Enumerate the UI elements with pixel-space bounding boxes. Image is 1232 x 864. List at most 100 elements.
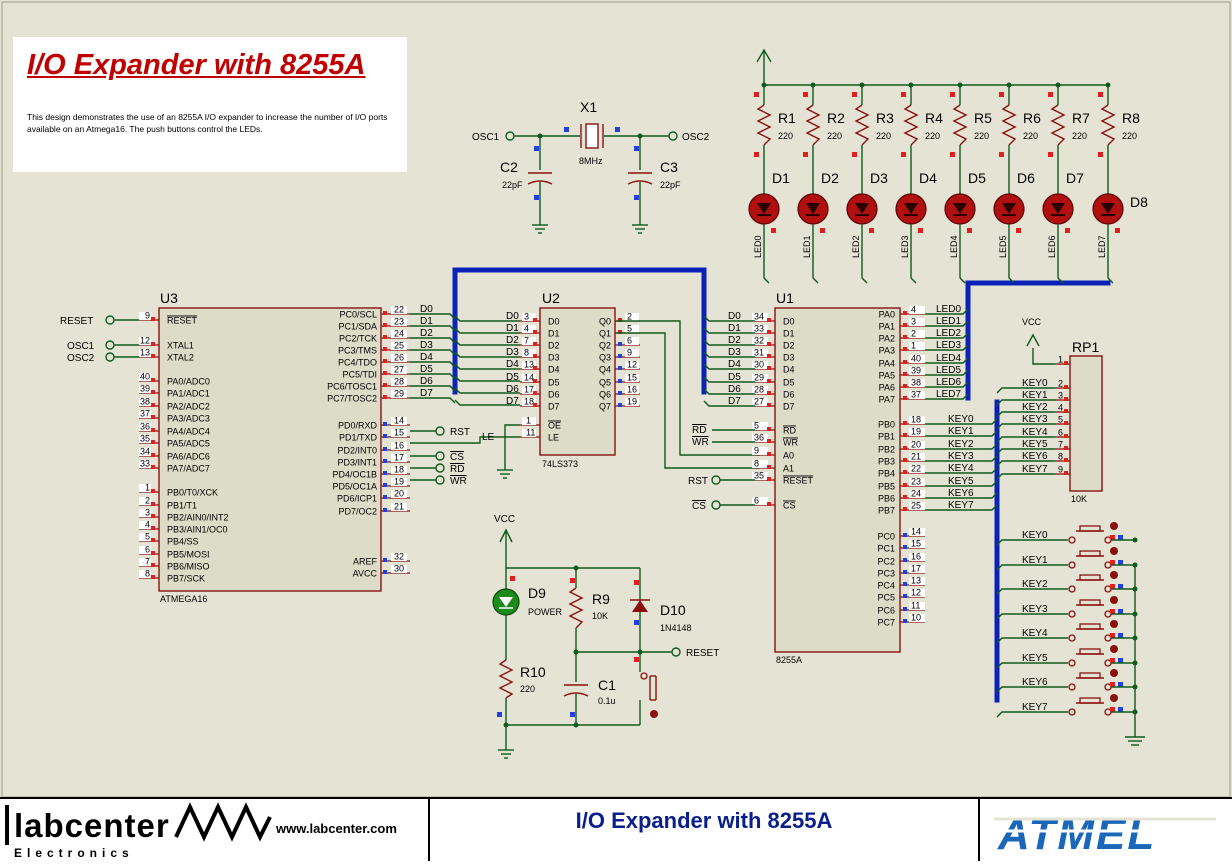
u3-pin-bg [391,565,407,573]
u2-pin-number: 14 [524,373,534,383]
led-net-label: LED4 [949,235,959,258]
u3-pin-name: PD6/ICP1 [337,494,377,504]
u3-reset-label: RESET [60,316,93,327]
u3-pin-number: 9 [145,311,150,321]
u1-pin-number: 38 [911,378,921,388]
u1-net-label: KEY0 [948,414,974,425]
u1-pin-name: PC5 [877,593,895,603]
u1-pin-bg [909,540,925,548]
u1-pin-name: PB6 [878,494,895,504]
u2-pin-number: 1 [526,416,531,426]
u1-net-label: D5 [728,372,741,383]
r10-value: 220 [520,684,535,694]
u2-pin-bg [522,374,536,382]
u1-pin-number: 20 [911,440,921,450]
resistor-value: 220 [1122,131,1137,141]
u3-pin-number: 17 [394,453,404,463]
u1-pin-bg [909,490,925,498]
u1-pin-name: D5 [783,378,795,388]
u1-pin-bg [909,318,925,326]
u1-net-label: D2 [728,335,741,346]
u3-pin-name: PD7/OC2 [338,507,377,517]
u3-pin-name: PC0/SCL [339,310,377,320]
crystal-symbol [585,123,599,149]
rp1-net-label: KEY4 [1022,427,1048,438]
u3-pin-number: 3 [145,508,150,518]
u3-cs-terminal[interactable] [435,451,445,461]
rp1-pin-number: 8 [1058,452,1063,462]
u1-pin-name: PB1 [878,432,895,442]
resistor-r5 [952,104,968,146]
u1-pin-bg [752,497,768,505]
u3-pin-number: 23 [394,317,404,327]
u2-pin-number: 13 [524,360,534,370]
c3-ref: C3 [660,159,678,175]
c1-ref: C1 [598,677,616,693]
u1-pin-name: PC4 [877,581,895,591]
u2-pin-name: Q0 [599,317,611,327]
u1-net-label: LED5 [936,365,961,376]
u2-pin-name: D7 [548,402,560,412]
u1-rd-label: RD [692,425,706,436]
u3-pin-name: PB4/SS [167,537,199,547]
u3-pin-name: PB5/MOSI [167,550,210,560]
u2-pin-number: 7 [524,336,529,346]
u1-pin-name: RD [783,426,796,436]
u2-pin-bg [625,386,639,394]
u1-pin-bg [909,416,925,424]
u2-pin-number: 6 [627,336,632,346]
u1-net-label: LED7 [936,389,961,400]
u1-pin-name: PA3 [879,346,895,356]
u2-pin-name: D1 [548,329,560,339]
rp1-pin-number: 4 [1058,403,1063,413]
u1-pin-name: PC1 [877,544,895,554]
u2-pin-name: LE [548,433,559,443]
u1-pin-bg [909,330,925,338]
u3-pin-number: 6 [145,545,150,555]
u2-pin-name: Q1 [599,329,611,339]
key-net-label: KEY7 [1022,702,1048,713]
u3-pin-bg [391,553,407,561]
title-box: I/O Expander with 8255A This design demo… [13,37,407,172]
led-net-label: LED3 [900,235,910,258]
led-net-label: LED7 [1097,235,1107,258]
u1-pin-number: 3 [911,317,916,327]
u1-pin-name: A1 [783,464,794,474]
u3-pin-number: 32 [394,552,404,562]
u3-pin-bg [391,330,407,338]
u1-pin-bg [909,589,925,597]
u1-pin-name: PC0 [877,532,895,542]
u3-pin-bg [139,423,151,431]
u3-pin-bg [391,466,407,474]
u2-pin-name: D3 [548,353,560,363]
resistor-ref: R2 [827,110,845,126]
u1-net-label: KEY6 [948,488,974,499]
u3-wr-terminal[interactable] [435,475,445,485]
u3-rd-terminal[interactable] [435,463,445,473]
u3-ref: U3 [160,290,178,306]
u3-pin-bg [391,318,407,326]
u1-pin-bg [909,342,925,350]
u2-pin-bg [625,313,639,321]
reset-circuit: VCC D9 POWER R10 220 R9 10K C1 0.1u [492,514,719,759]
reset-terminal[interactable] [671,647,681,657]
u2-pin-bg [522,349,536,357]
rp1-pin-number: 2 [1058,379,1063,389]
u1-rst-label: RST [688,476,708,487]
u3-cs-label: CS [450,452,464,463]
u1-pin-name: PC2 [877,557,895,567]
u1-pin-number: 12 [911,588,921,598]
u1-pin-name: RESET [783,476,814,486]
u1-pin-number: 25 [911,501,921,511]
u3-osc1-label: OSC1 [67,341,95,352]
u1-pin-number: 2 [911,329,916,339]
u3-net-label: D4 [420,352,433,363]
led-net-label: LED0 [753,235,763,258]
resistor-value: 220 [1072,131,1087,141]
u3-rst-terminal[interactable] [435,426,445,436]
u1-pin-number: 40 [911,354,921,364]
led-ref: D8 [1130,194,1148,210]
resistor-value: 220 [1023,131,1038,141]
u1-pin-bg [752,472,768,480]
u1-pin-number: 29 [754,373,764,383]
